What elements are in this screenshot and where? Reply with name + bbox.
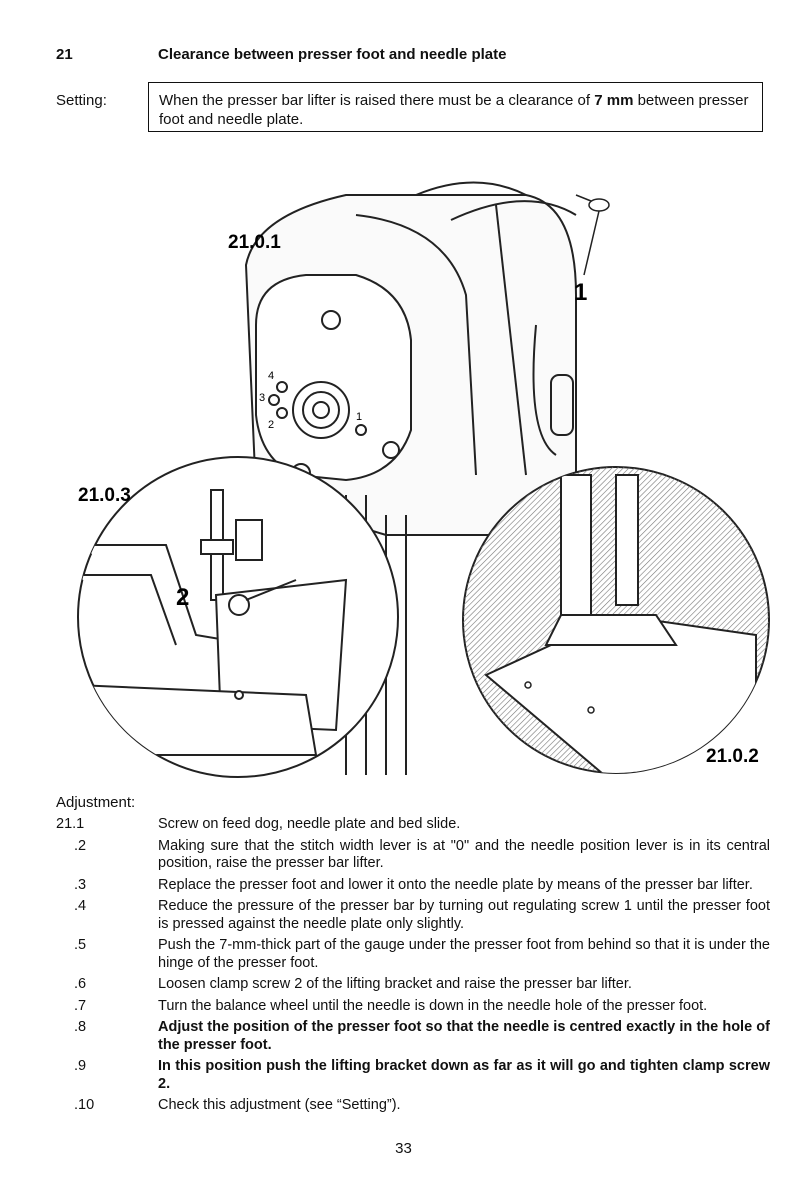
dial-label-2: 2 (268, 419, 274, 431)
figure-label-right: 21.0.2 (706, 746, 759, 767)
step-number: .6 (74, 976, 87, 992)
step-text: Screw on feed dog, needle plate and bed … (158, 816, 461, 832)
setting-text-bold: 7 mm (594, 92, 634, 109)
step-number: .2 (74, 837, 87, 854)
step-number: .10 (74, 1097, 95, 1113)
step-item: .5 Push the 7-mm-thick part of the gauge … (56, 937, 771, 972)
step-text: Loosen clamp screw 2 of the lifting brac… (158, 976, 632, 992)
step-text: In this position push the lifting bracke… (158, 1058, 770, 1092)
step-text: Turn the balance wheel until the needle … (158, 997, 708, 1014)
step-item: .2 Making sure that the stitch width leve… (56, 838, 771, 873)
figure-label-left: 21.0.3 (78, 485, 131, 506)
step-number: .3 (74, 876, 87, 893)
step-text: Check this adjustment (see “Setting”). (158, 1097, 401, 1113)
step-item: .4 Reduce the pressure of the presser bar… (56, 898, 771, 933)
step-item: .10 Check this adjustment (see “Setting”)… (56, 1097, 771, 1115)
page-number: 33 (395, 1140, 412, 1157)
machine-illustration: 4 3 2 1 1 21.0.2 (56, 175, 771, 785)
dial-label-1: 1 (356, 411, 362, 423)
step-item: 21.1 Screw on feed dog, needle plate and … (56, 816, 771, 834)
step-item: .7 Turn the balance wheel until the needl… (56, 998, 771, 1016)
setting-text-before: When the presser bar lifter is raised th… (159, 92, 595, 109)
step-item: .8 Adjust the position of the presser foo… (56, 1019, 771, 1054)
setting-text-after: between presser foot and needle plate. (159, 92, 749, 128)
section-number: 21 (56, 46, 73, 63)
adjustment-label: Adjustment: (56, 794, 136, 811)
step-number: .7 (74, 997, 87, 1014)
illustration-svg: 4 3 2 1 1 21.0.2 (77, 181, 770, 778)
step-text: Push the 7-mm-thick part of the gauge un… (158, 937, 770, 971)
dial-label-4: 4 (268, 370, 274, 382)
step-number: .9 (74, 1058, 87, 1074)
step-text: Adjust the position of the presser foot … (158, 1019, 770, 1053)
detail-circle-right (462, 466, 770, 774)
stitch-dial (255, 274, 412, 483)
step-item: .3 Replace the presser foot and lower it … (56, 877, 771, 895)
callout-1-label: 1 (574, 279, 587, 306)
step-item: .9 In this position push the lifting brac… (56, 1058, 771, 1093)
step-number: .8 (74, 1019, 87, 1035)
setting-label: Setting: (56, 92, 107, 109)
step-text: Reduce the pressure of the presser bar b… (158, 898, 770, 932)
dial-label-3: 3 (259, 392, 265, 404)
adjustment-steps: 21.1 Screw on feed dog, needle plate and … (56, 816, 771, 1119)
step-item: .6 Loosen clamp screw 2 of the lifting br… (56, 976, 771, 994)
callout-2-label: 2 (176, 584, 189, 611)
step-number: 21.1 (56, 816, 85, 832)
detail-circle-left (77, 456, 399, 778)
section-title: Clearance between presser foot and needl… (158, 46, 507, 63)
figure-label-top: 21.0.1 (228, 232, 281, 253)
step-number: .4 (74, 898, 87, 914)
step-text: Making sure that the stitch width lever … (158, 837, 770, 872)
regulating-screw (583, 198, 610, 276)
step-number: .5 (74, 937, 87, 953)
step-text: Replace the presser foot and lower it on… (158, 876, 753, 893)
setting-box: When the presser bar lifter is raised th… (148, 82, 763, 132)
